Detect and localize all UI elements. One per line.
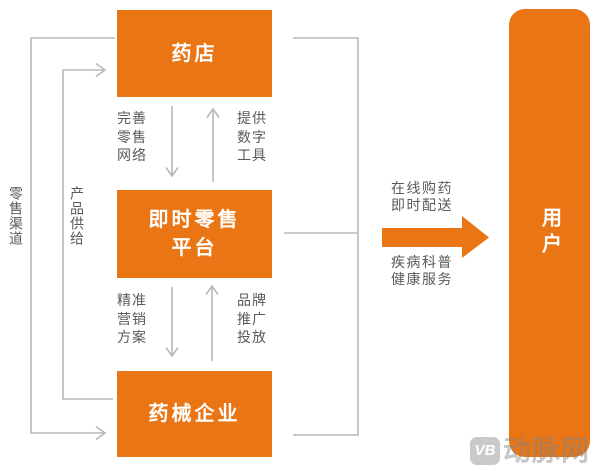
platform-to-pharmacy-arrow xyxy=(206,107,220,182)
node-instant-retail-platform: 即时零售 平台 xyxy=(117,190,272,278)
edge-label-brand-promotion: 品牌 推广 投放 xyxy=(237,292,267,345)
edge-label-retail-channel: 零售渠道 xyxy=(8,186,24,246)
edge-label-precise-marketing-plan: 精准 营销 方案 xyxy=(117,292,147,345)
edge-label-provide-digital-tools: 提供 数字 工具 xyxy=(237,110,267,163)
watermark: VB 动脉网 xyxy=(470,429,590,468)
edge-label-product-supply: 产品供给 xyxy=(69,186,85,246)
vb-logo-text: VB xyxy=(474,442,496,459)
to-user-big-arrow xyxy=(382,216,489,258)
pharmacy-to-platform-arrow xyxy=(165,106,179,178)
edge-label-disease-health-service: 疾病科普 健康服务 xyxy=(391,254,453,287)
node-device-company: 药械企业 xyxy=(117,371,272,457)
retail-channel-connector xyxy=(30,37,115,441)
edge-label-improve-retail-network: 完善 零售 网络 xyxy=(117,110,147,163)
node-user: 用户 xyxy=(509,9,590,457)
watermark-brand-text: 动脉网 xyxy=(503,435,591,466)
platform-to-device-arrow xyxy=(165,287,179,358)
device-to-platform-arrow xyxy=(205,284,219,361)
right-gathering-bracket xyxy=(284,37,359,436)
node-device-company-label: 药械企业 xyxy=(148,403,241,425)
node-pharmacy: 药店 xyxy=(117,10,272,97)
edge-label-online-purchase-delivery: 在线购药 即时配送 xyxy=(391,180,453,213)
node-pharmacy-label: 药店 xyxy=(171,42,218,65)
vb-logo-icon: VB xyxy=(470,436,500,465)
node-platform-label: 即时零售 平台 xyxy=(148,209,241,259)
node-user-label: 用户 xyxy=(538,207,561,259)
product-supply-connector xyxy=(62,62,113,400)
